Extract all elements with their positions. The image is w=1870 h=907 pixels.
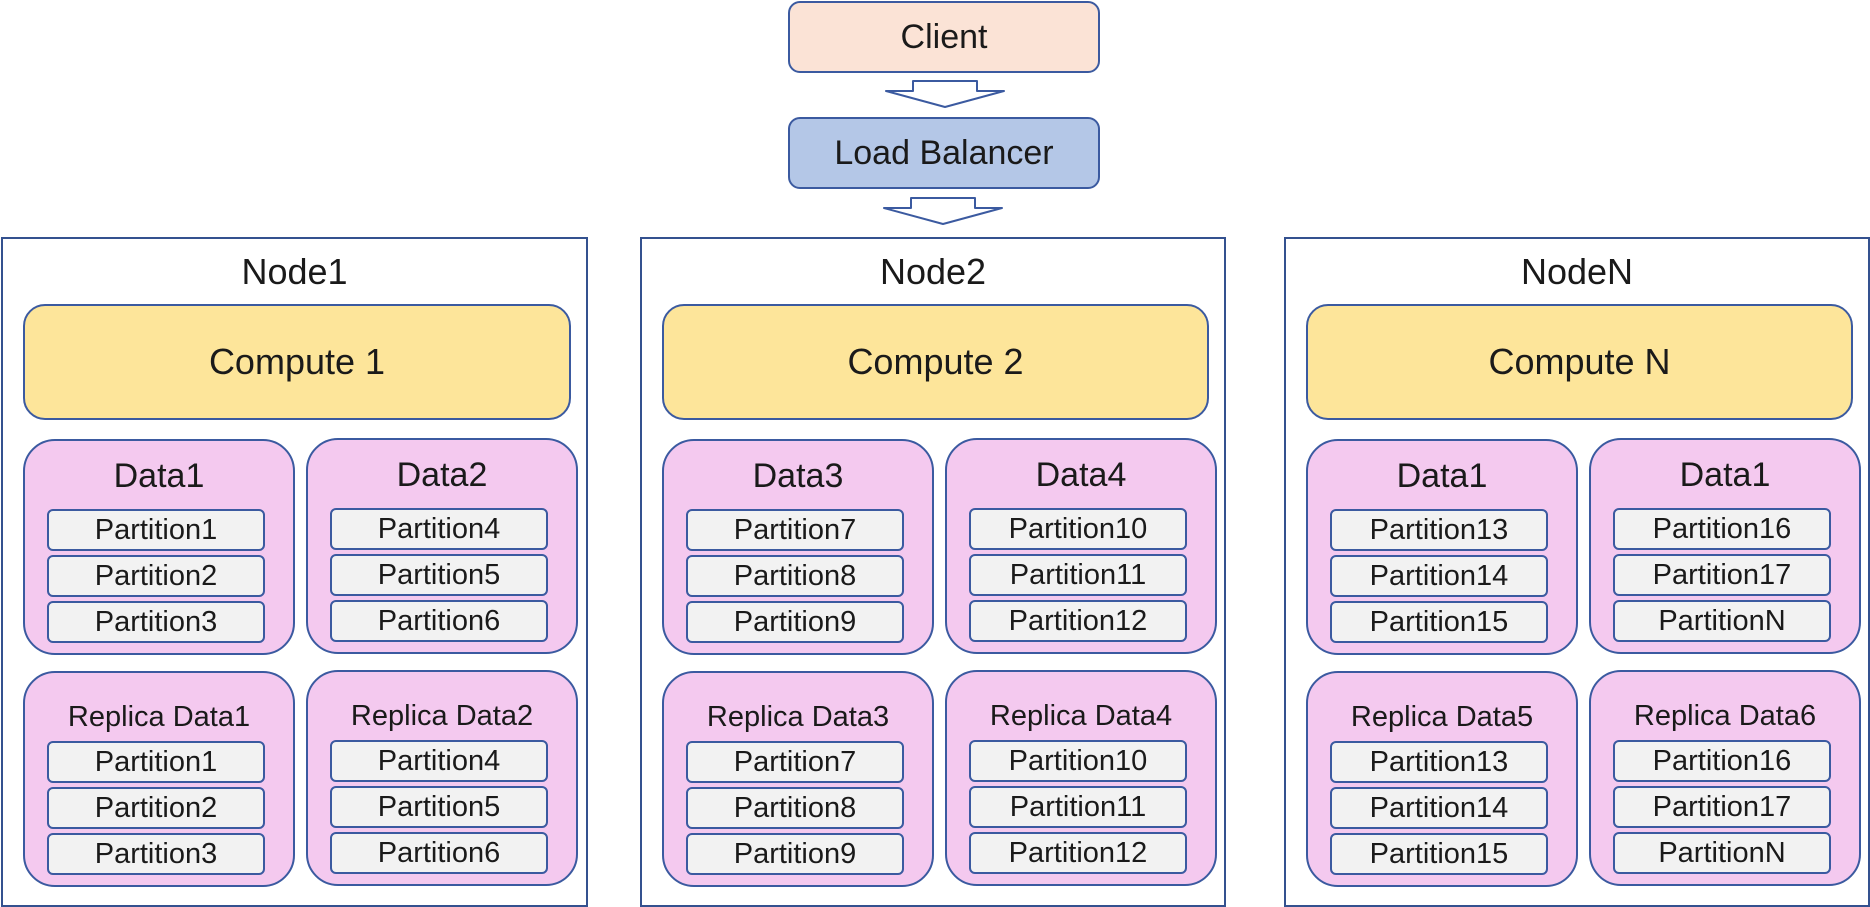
partition-box: Partition8 (686, 555, 904, 597)
down-arrow-icon (885, 80, 1005, 108)
data-title: Replica Data4 (989, 700, 1173, 732)
partition-box: Partition9 (686, 833, 904, 875)
partition-box: Partition3 (47, 833, 265, 875)
partition-box: Partition14 (1330, 555, 1548, 597)
data-title: Replica Data3 (706, 701, 890, 733)
partition-box: Partition2 (47, 787, 265, 829)
data-title: Data3 (752, 457, 844, 495)
compute-box: Compute 1 (23, 304, 571, 420)
partition-box: Partition9 (686, 601, 904, 643)
partition-box: Partition7 (686, 741, 904, 783)
partition-box: Partition7 (686, 509, 904, 551)
partition-box: Partition11 (969, 786, 1187, 828)
partition-box: Partition10 (969, 740, 1187, 782)
partition-box: Partition15 (1330, 601, 1548, 643)
partition-box: Partition5 (330, 554, 548, 596)
partition-box: Partition4 (330, 740, 548, 782)
node-title: Node1 (241, 251, 348, 292)
client-label: Client (900, 17, 988, 56)
partition-box: Partition15 (1330, 833, 1548, 875)
partition-box: Partition4 (330, 508, 548, 550)
partition-box: Partition12 (969, 600, 1187, 642)
partition-box: Partition2 (47, 555, 265, 597)
partition-box: Partition8 (686, 787, 904, 829)
data-title: Data1 (113, 457, 205, 495)
partition-box: PartitionN (1613, 832, 1831, 874)
data-title: Data2 (396, 456, 488, 494)
node-title: Node2 (879, 251, 987, 292)
partition-box: Partition12 (969, 832, 1187, 874)
partition-box: Partition5 (330, 786, 548, 828)
partition-box: Partition13 (1330, 509, 1548, 551)
data-title: Replica Data1 (67, 701, 251, 733)
data-title: Replica Data6 (1633, 700, 1817, 732)
partition-box: Partition1 (47, 741, 265, 783)
partition-box: Partition11 (969, 554, 1187, 596)
partition-box: PartitionN (1613, 600, 1831, 642)
client-box: Client (788, 1, 1100, 73)
partition-box: Partition6 (330, 832, 548, 874)
data-title: Replica Data5 (1350, 701, 1534, 733)
node-title: NodeN (1520, 251, 1634, 292)
compute-box: Compute N (1306, 304, 1853, 420)
partition-box: Partition16 (1613, 740, 1831, 782)
data-title: Replica Data2 (350, 700, 534, 732)
partition-box: Partition6 (330, 600, 548, 642)
load-balancer-label: Load Balancer (834, 133, 1054, 172)
load-balancer-box: Load Balancer (788, 117, 1100, 189)
compute-box: Compute 2 (662, 304, 1209, 420)
data-title: Data1 (1396, 457, 1488, 495)
data-title: Data1 (1679, 456, 1771, 494)
partition-box: Partition14 (1330, 787, 1548, 829)
data-title: Data4 (1035, 456, 1127, 494)
partition-box: Partition1 (47, 509, 265, 551)
partition-box: Partition13 (1330, 741, 1548, 783)
down-arrow-icon (883, 197, 1003, 225)
partition-box: Partition16 (1613, 508, 1831, 550)
partition-box: Partition10 (969, 508, 1187, 550)
partition-box: Partition17 (1613, 786, 1831, 828)
partition-box: Partition3 (47, 601, 265, 643)
partition-box: Partition17 (1613, 554, 1831, 596)
